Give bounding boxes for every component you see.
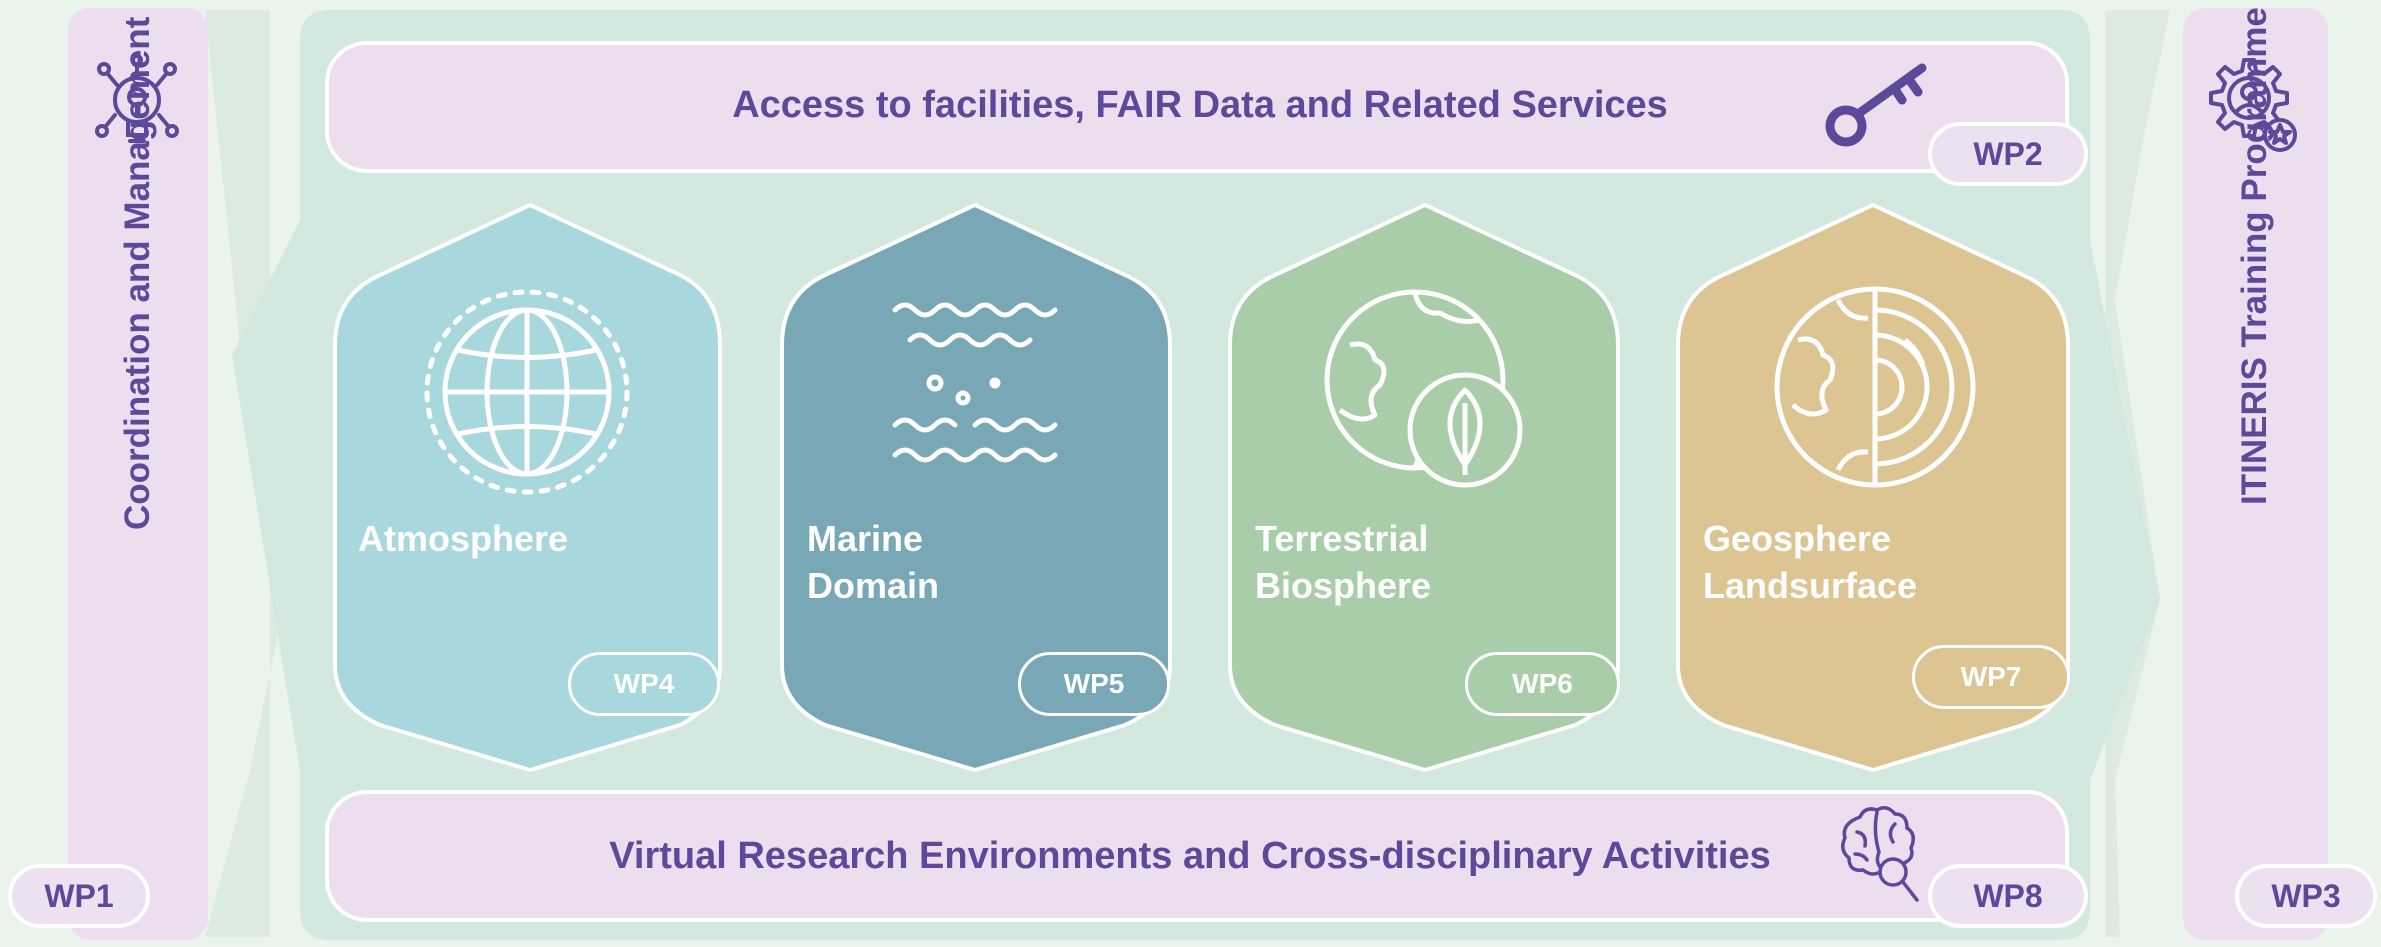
domain-title-terrestrial: Terrestrial Biosphere bbox=[1255, 518, 1432, 606]
earth-leaf-icon bbox=[1324, 289, 1523, 488]
domain-title-geosphere: Geosphere Landsurface bbox=[1703, 518, 1918, 606]
hexagon-marine bbox=[780, 202, 1172, 773]
domain-title-atmosphere: Atmosphere bbox=[358, 518, 569, 559]
domain-title-marine: Marine Domain bbox=[807, 518, 940, 606]
right-chevron bbox=[2105, 10, 2170, 937]
top-banner bbox=[325, 41, 2069, 173]
bottom-banner bbox=[325, 790, 2069, 922]
left-column-label: Coordination and Management bbox=[118, 16, 157, 530]
globe-icon bbox=[424, 289, 630, 495]
gear-person-star-icon bbox=[2209, 58, 2297, 152]
wp8-pill: WP8 bbox=[1928, 864, 2088, 928]
left-column bbox=[68, 8, 208, 940]
wp7-pill: WP7 bbox=[1912, 645, 2070, 709]
hexagon-atmosphere bbox=[333, 202, 722, 773]
wp4-pill: WP4 bbox=[568, 652, 720, 716]
wp5-pill: WP5 bbox=[1018, 652, 1170, 716]
wp2-pill: WP2 bbox=[1928, 122, 2088, 186]
wp3-pill: WP3 bbox=[2235, 864, 2377, 928]
earth-layers-icon bbox=[1774, 286, 1976, 488]
right-column-label: ITINERIS Training Programme bbox=[2235, 7, 2274, 505]
hexagon-terrestrial bbox=[1228, 202, 1620, 773]
key-icon bbox=[1825, 63, 1927, 147]
left-chevron bbox=[205, 10, 285, 937]
lightbulb-network-icon bbox=[95, 55, 179, 143]
top-banner-label: Access to facilities, FAIR Data and Rela… bbox=[732, 84, 1668, 126]
wp1-pill: WP1 bbox=[8, 864, 150, 928]
hexagon-geosphere bbox=[1676, 202, 2070, 773]
brain-magnifier-icon bbox=[1841, 806, 1919, 902]
center-panel bbox=[232, 10, 2160, 940]
right-column bbox=[2183, 8, 2328, 940]
wp6-pill: WP6 bbox=[1465, 652, 1620, 716]
bottom-banner-label: Virtual Research Environments and Cross-… bbox=[609, 835, 1771, 877]
waves-icon bbox=[892, 302, 1058, 463]
